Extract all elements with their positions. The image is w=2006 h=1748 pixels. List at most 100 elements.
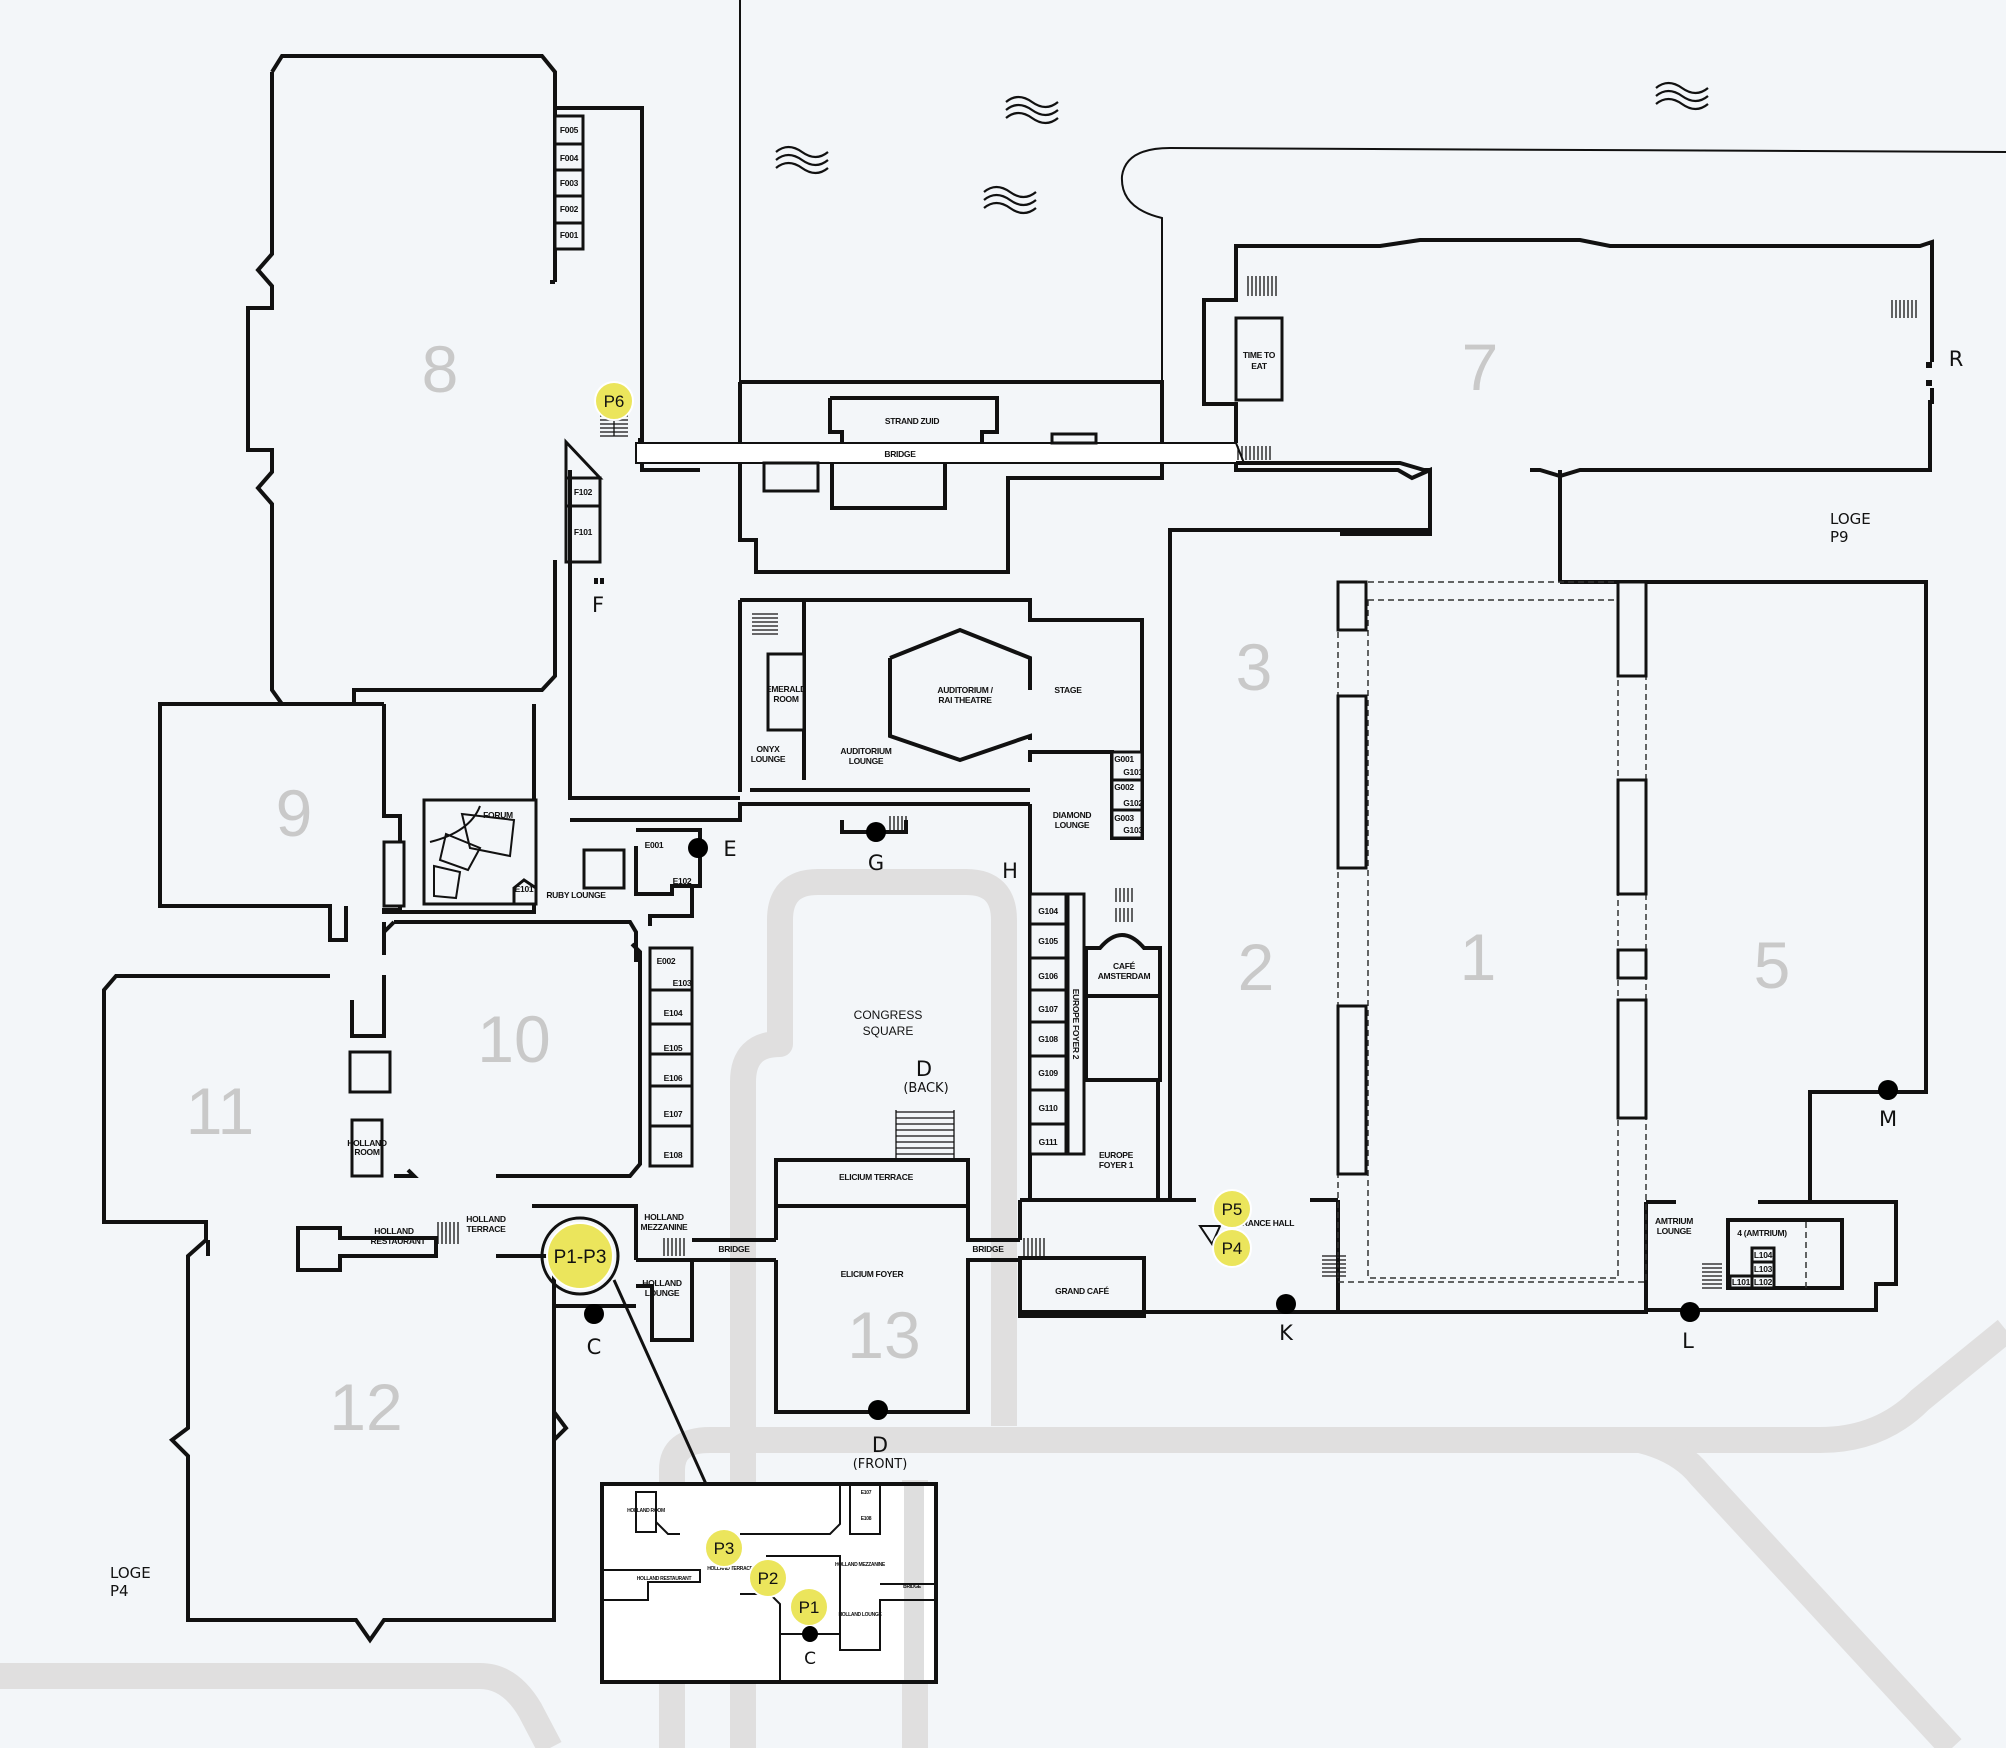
inset-holland-restaurant-label: HOLLAND RESTAURANT	[637, 1576, 692, 1582]
hall-13-number: 13	[847, 1298, 920, 1372]
inset-parking-p1[interactable]	[789, 1587, 829, 1627]
stairs-icon	[1023, 1238, 1045, 1256]
parking-p5-label: P5	[1222, 1200, 1243, 1219]
hall-12-number: 12	[329, 1370, 402, 1444]
parking-p1-p3[interactable]: P1-P3	[540, 1216, 708, 1485]
entrance-c-dot[interactable]	[584, 1304, 604, 1324]
parking-p6-marker[interactable]	[594, 381, 634, 421]
holland-mezzanine-label-2: MEZZANINE	[641, 1222, 689, 1232]
entrance-l[interactable]: L	[1680, 1302, 1700, 1353]
parking-p1-p3-label: P1-P3	[554, 1247, 607, 1268]
inset-entrance-c-dot[interactable]	[802, 1626, 818, 1642]
inset-p1-p3-detail[interactable]: HOLLAND ROOM HOLLAND RESTAURANT HOLLAND …	[600, 1482, 938, 1684]
europe-foyer-1-label-1: EUROPE	[1099, 1150, 1134, 1160]
parking-p6[interactable]: P6	[594, 381, 634, 421]
room-f005-label: F005	[560, 125, 579, 135]
hall-7-outline: TIME TO EAT	[1202, 238, 1934, 582]
parking-p1-p3-marker[interactable]	[546, 1222, 614, 1290]
room-g111-label: G111	[1039, 1137, 1058, 1147]
entrance-r-label: R	[1949, 347, 1964, 371]
entrance-e[interactable]: E	[688, 837, 737, 861]
entrance-k-label: K	[1279, 1321, 1294, 1345]
entrance-m[interactable]: M	[1878, 1080, 1898, 1131]
entrance-d-back[interactable]: D (BACK)	[903, 1057, 948, 1096]
room-e101-label: E101	[515, 884, 534, 894]
stairs-icon	[1237, 446, 1271, 460]
room-e105-label: E105	[664, 1043, 683, 1053]
stairs-icon	[1702, 1263, 1722, 1289]
inset-bridge-label: BRIDGE	[903, 1584, 922, 1590]
water-wave-icon	[1655, 81, 1709, 111]
europe-foyer-2-label: EUROPE FOYER 2	[1071, 989, 1081, 1060]
parking-p5[interactable]: P5	[1212, 1189, 1252, 1229]
entrance-g-dot[interactable]	[866, 822, 886, 842]
entrance-d-front-sub: (FRONT)	[853, 1457, 908, 1472]
room-g003-label: G003	[1114, 813, 1134, 823]
onyx-lounge-label-2: LOUNGE	[751, 754, 786, 764]
entrance-f[interactable]: F	[592, 578, 604, 617]
entrance-r[interactable]: R	[1949, 347, 1964, 371]
inset-e108-label: E108	[861, 1516, 872, 1522]
entrance-k[interactable]: K	[1276, 1294, 1296, 1345]
entrance-g[interactable]: G	[866, 822, 886, 875]
entrance-l-dot[interactable]	[1680, 1302, 1700, 1322]
room-f003	[553, 168, 585, 198]
room-e102-label: E102	[673, 876, 692, 886]
f0-room-stack: F005 F004 F003 F002 F001	[553, 114, 585, 251]
entrance-e-dot[interactable]	[688, 838, 708, 858]
room-f005	[553, 114, 585, 146]
road-loop-congress-square	[730, 869, 1017, 1748]
entrance-l-label: L	[1682, 1329, 1694, 1353]
room-f004-label: F004	[560, 153, 579, 163]
inset-holland-lounge-label: HOLLAND LOUNGE	[838, 1612, 882, 1618]
room-forum-label: FORUM	[483, 810, 513, 820]
ruby-lounge-label: RUBY LOUNGE	[546, 890, 606, 900]
entrance-d-front[interactable]: D (FRONT)	[853, 1400, 908, 1472]
congress-square-label-1: CONGRESS	[854, 1008, 923, 1022]
entrance-k-dot[interactable]	[1276, 1294, 1296, 1314]
stairs-icon	[752, 613, 778, 635]
west-bridge-label: BRIDGE	[718, 1244, 750, 1254]
entrance-h-label: H	[1002, 859, 1018, 883]
inset-holland-room-label: HOLLAND ROOM	[627, 1508, 665, 1514]
road-southwest	[0, 1663, 562, 1748]
loge-p4-line2: P4	[110, 1582, 129, 1600]
europe-foyer-1-label-2: FOYER 1	[1099, 1160, 1134, 1170]
stairs-markers	[437, 276, 1917, 1289]
parking-p4[interactable]: P4	[1212, 1228, 1252, 1268]
inset-parking-p2[interactable]	[748, 1558, 788, 1598]
hall-8-number: 8	[422, 332, 459, 406]
north-bridge: BRIDGE STRAND ZUID	[635, 380, 1246, 574]
entrance-m-dot[interactable]	[1878, 1080, 1898, 1100]
room-f101-label: F101	[574, 527, 593, 537]
congress-square-label-2: SQUARE	[863, 1024, 914, 1038]
parking-p5-marker[interactable]	[1212, 1189, 1252, 1229]
grand-cafe-label: GRAND CAFÉ	[1055, 1286, 1109, 1296]
room-e106-label: E106	[664, 1073, 683, 1083]
stairs-icon	[1322, 1255, 1346, 1277]
inset-parking-p3-label: P3	[714, 1539, 735, 1558]
entrance-h[interactable]: H	[1002, 859, 1018, 883]
entrance-g-label: G	[868, 851, 884, 875]
hall-10-11-12: HOLLAND ROOM HOLLAND RESTAURANT HOLLAND …	[102, 906, 642, 1644]
holland-lounge-label-2: LOUNGE	[645, 1288, 680, 1298]
room-e108-label: E108	[664, 1150, 683, 1160]
room-g109-label: G109	[1038, 1068, 1058, 1078]
hall-10-number: 10	[477, 1002, 550, 1076]
auditorium-lounge-label-2: LOUNGE	[849, 756, 884, 766]
inset-parking-p3[interactable]	[704, 1528, 744, 1568]
room-g002-label: G002	[1114, 782, 1134, 792]
entrance-m-label: M	[1879, 1107, 1897, 1131]
stairs-congress-square	[895, 1110, 955, 1160]
room-strand-zuid-label: STRAND ZUID	[885, 416, 939, 426]
parking-p4-label: P4	[1222, 1239, 1243, 1258]
road-main-east-west	[659, 1319, 2006, 1748]
entrance-c[interactable]: C	[584, 1304, 604, 1359]
loge-p9-line1: LOGE	[1830, 510, 1871, 528]
room-g103-label: G103	[1123, 825, 1143, 835]
inset-parking-p1-label: P1	[799, 1598, 820, 1617]
hall-7-number: 7	[1462, 330, 1499, 404]
entrance-d-front-dot[interactable]	[868, 1400, 888, 1420]
holland-terrace-label-1: HOLLAND	[466, 1214, 506, 1224]
auditorium-lounge-label-1: AUDITORIUM	[840, 746, 891, 756]
